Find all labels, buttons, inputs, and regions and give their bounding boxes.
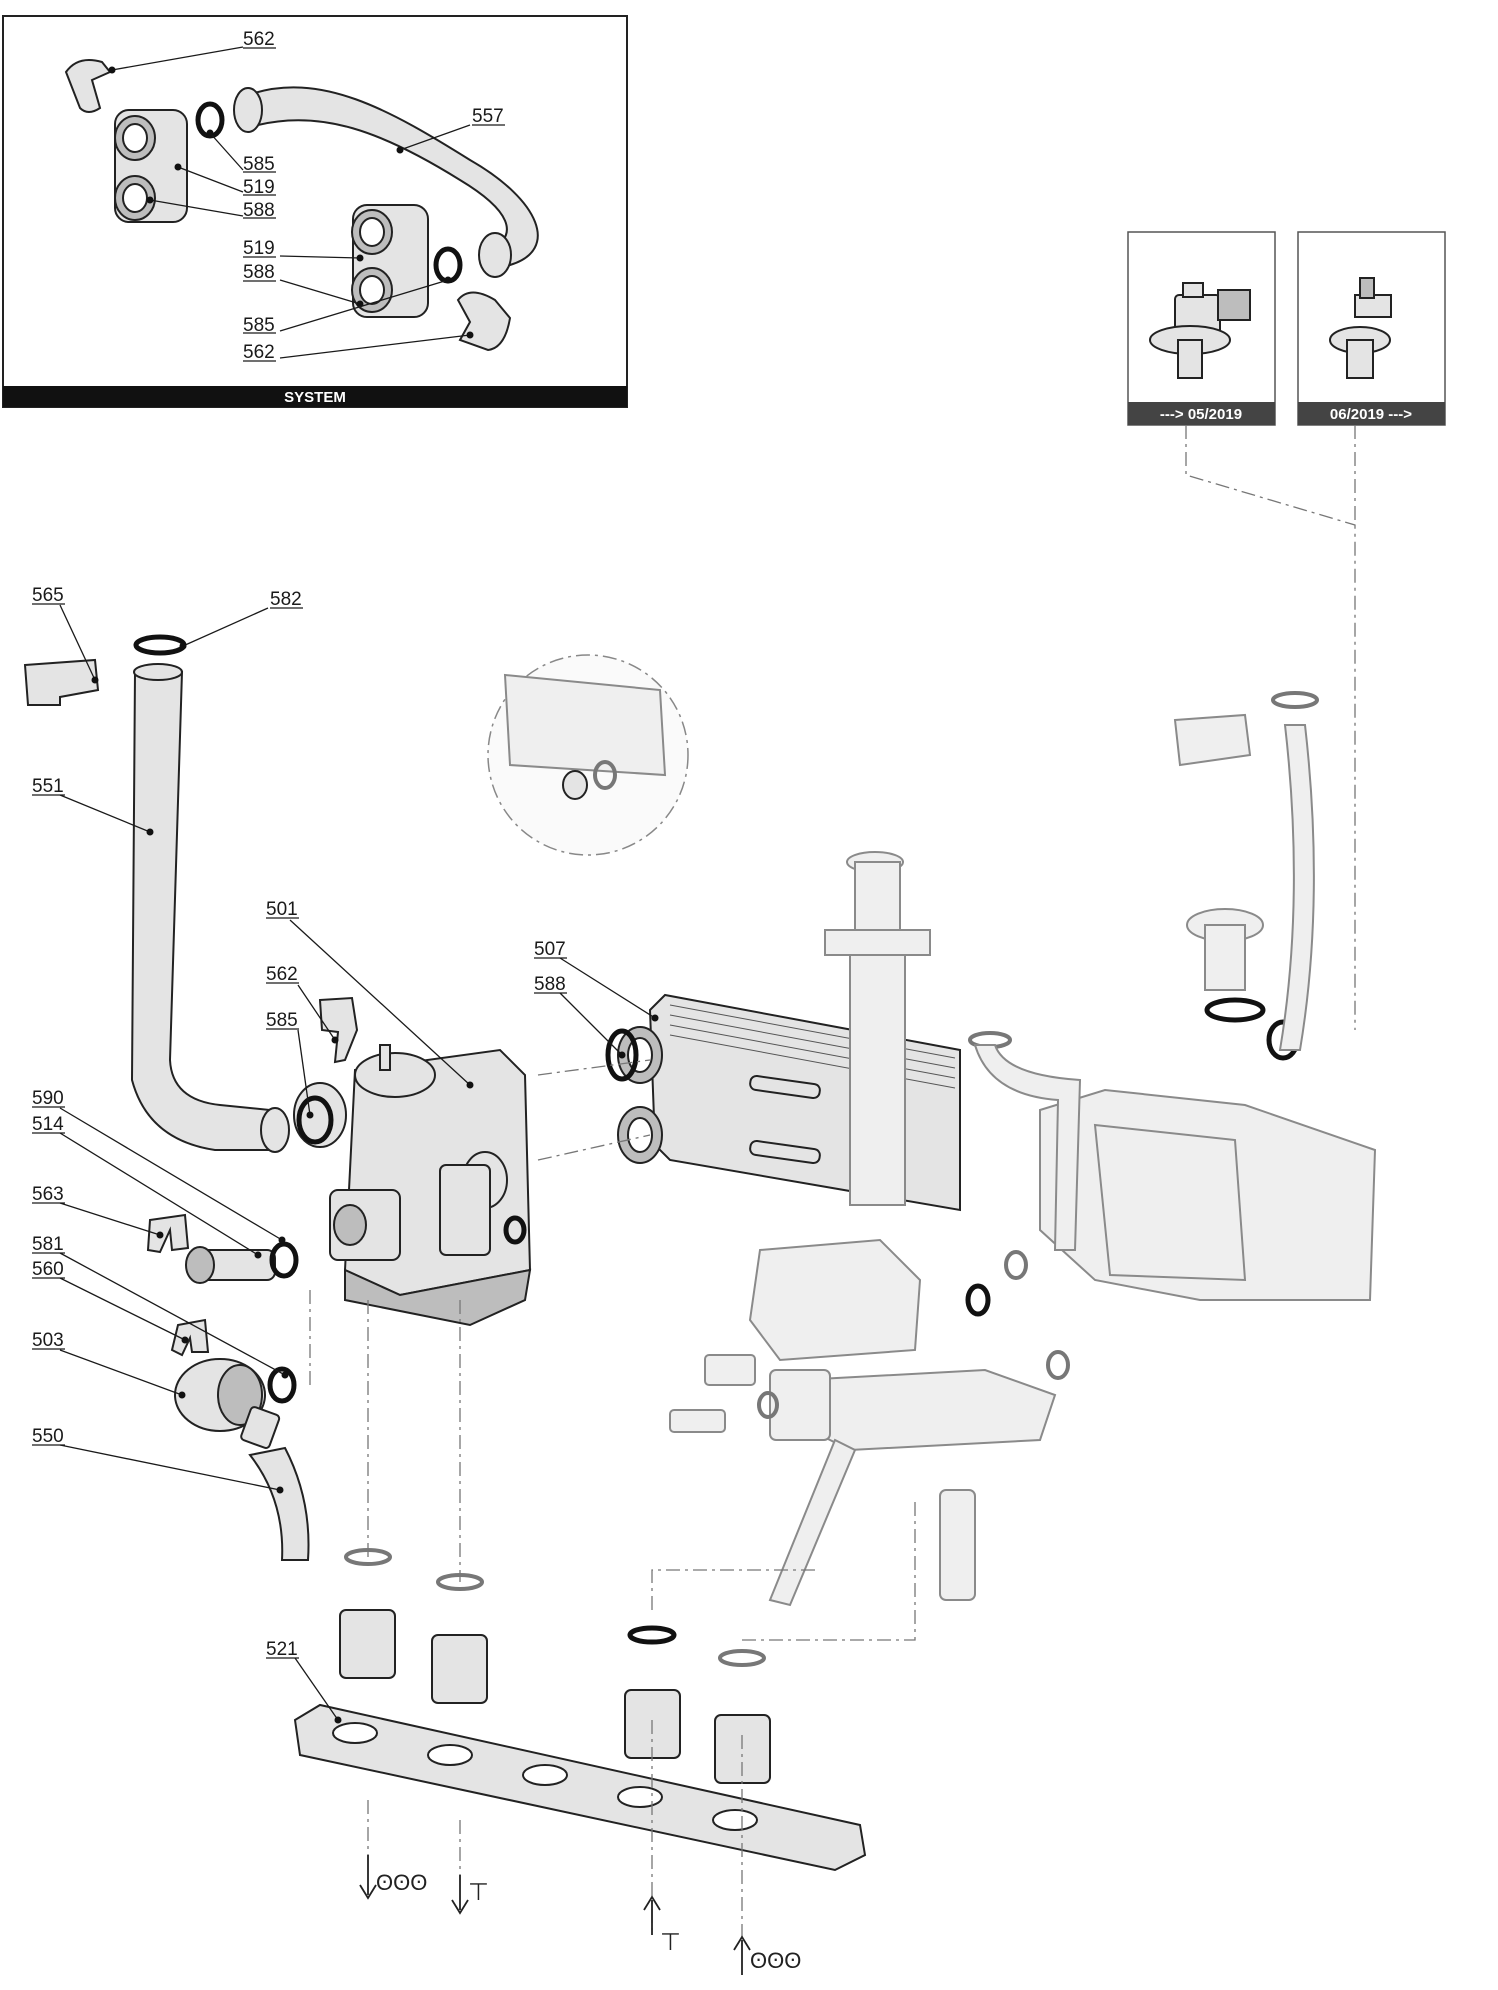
callout-588: 588 xyxy=(534,974,566,995)
detail-magnifier xyxy=(487,654,689,856)
callout-562: 562 xyxy=(266,964,298,985)
callout-585: 585 xyxy=(243,154,275,175)
drain-valve-503 xyxy=(174,1358,281,1449)
callout-514: 514 xyxy=(32,1114,64,1135)
callout-563: 563 xyxy=(32,1184,64,1205)
arrow-dhw-outlet xyxy=(451,1875,469,1915)
version-caption-new: 06/2019 ---> xyxy=(1330,406,1412,423)
callout-551: 551 xyxy=(32,776,64,797)
fitting-cold-inlet xyxy=(624,1625,681,1759)
system-connector-left xyxy=(114,109,188,223)
version-caption-old: ---> 05/2019 xyxy=(1160,406,1242,423)
heat-exchanger-507 xyxy=(617,993,961,1212)
drain-pipe-550 xyxy=(248,1446,310,1561)
callout-519: 519 xyxy=(243,177,275,198)
pipe-551 xyxy=(130,671,271,1151)
callout-562: 562 xyxy=(243,342,275,363)
pressure-switch-new xyxy=(1329,277,1392,379)
arrow-heating-return xyxy=(733,1935,751,1975)
callout-585: 585 xyxy=(266,1010,298,1031)
o-ring-585 xyxy=(296,1095,334,1145)
o-ring-588 xyxy=(605,1028,639,1082)
callout-582: 582 xyxy=(270,589,302,610)
system-clip-562-top xyxy=(64,59,112,113)
version-box-new: 06/2019 ---> xyxy=(1297,231,1446,426)
fitting-heating-flow xyxy=(339,1548,396,1679)
radiator-icon: ʘʘʘ xyxy=(376,1870,427,1895)
callout-501: 501 xyxy=(266,899,298,920)
connector-plate-521 xyxy=(293,1703,867,1872)
callout-560: 560 xyxy=(32,1259,64,1280)
callout-588: 588 xyxy=(243,262,275,283)
o-ring-581 xyxy=(267,1366,297,1404)
tap-icon: ⊤ xyxy=(660,1929,681,1956)
system-connector-right xyxy=(351,204,429,318)
callout-585: 585 xyxy=(243,315,275,336)
callout-550: 550 xyxy=(32,1426,64,1447)
diverter-valve-assembly xyxy=(503,851,1082,1607)
system-inset-title: SYSTEM xyxy=(284,389,346,406)
arrow-heating-flow xyxy=(359,1855,377,1900)
fitting-dhw-outlet xyxy=(431,1573,488,1704)
callout-565: 565 xyxy=(32,585,64,606)
callout-503: 503 xyxy=(32,1330,64,1351)
pump-assembly xyxy=(1039,691,1377,1301)
callout-507: 507 xyxy=(534,939,566,960)
callout-581: 581 xyxy=(32,1234,64,1255)
callout-519: 519 xyxy=(243,238,275,259)
callout-562: 562 xyxy=(243,29,275,50)
callout-521: 521 xyxy=(266,1639,298,1660)
pressure-switch-old xyxy=(1149,282,1251,379)
system-inset-panel: SYSTEM xyxy=(2,15,628,408)
arrow-cold-inlet xyxy=(643,1895,661,1935)
tap-icon: ⊤ xyxy=(468,1879,489,1906)
clip-563 xyxy=(146,1213,190,1254)
o-ring-590 xyxy=(269,1241,299,1279)
callout-590: 590 xyxy=(32,1088,64,1109)
clip-562 xyxy=(318,996,359,1064)
clip-565 xyxy=(23,658,100,706)
clip-560 xyxy=(170,1318,210,1357)
callout-557: 557 xyxy=(472,106,504,127)
o-ring-582 xyxy=(133,634,187,656)
valve-514 xyxy=(185,1246,276,1284)
hydraulic-block-501 xyxy=(293,1044,532,1327)
radiator-icon: ʘʘʘ xyxy=(750,1948,801,1973)
callout-588: 588 xyxy=(243,200,275,221)
version-box-old: ---> 05/2019 xyxy=(1127,231,1276,426)
